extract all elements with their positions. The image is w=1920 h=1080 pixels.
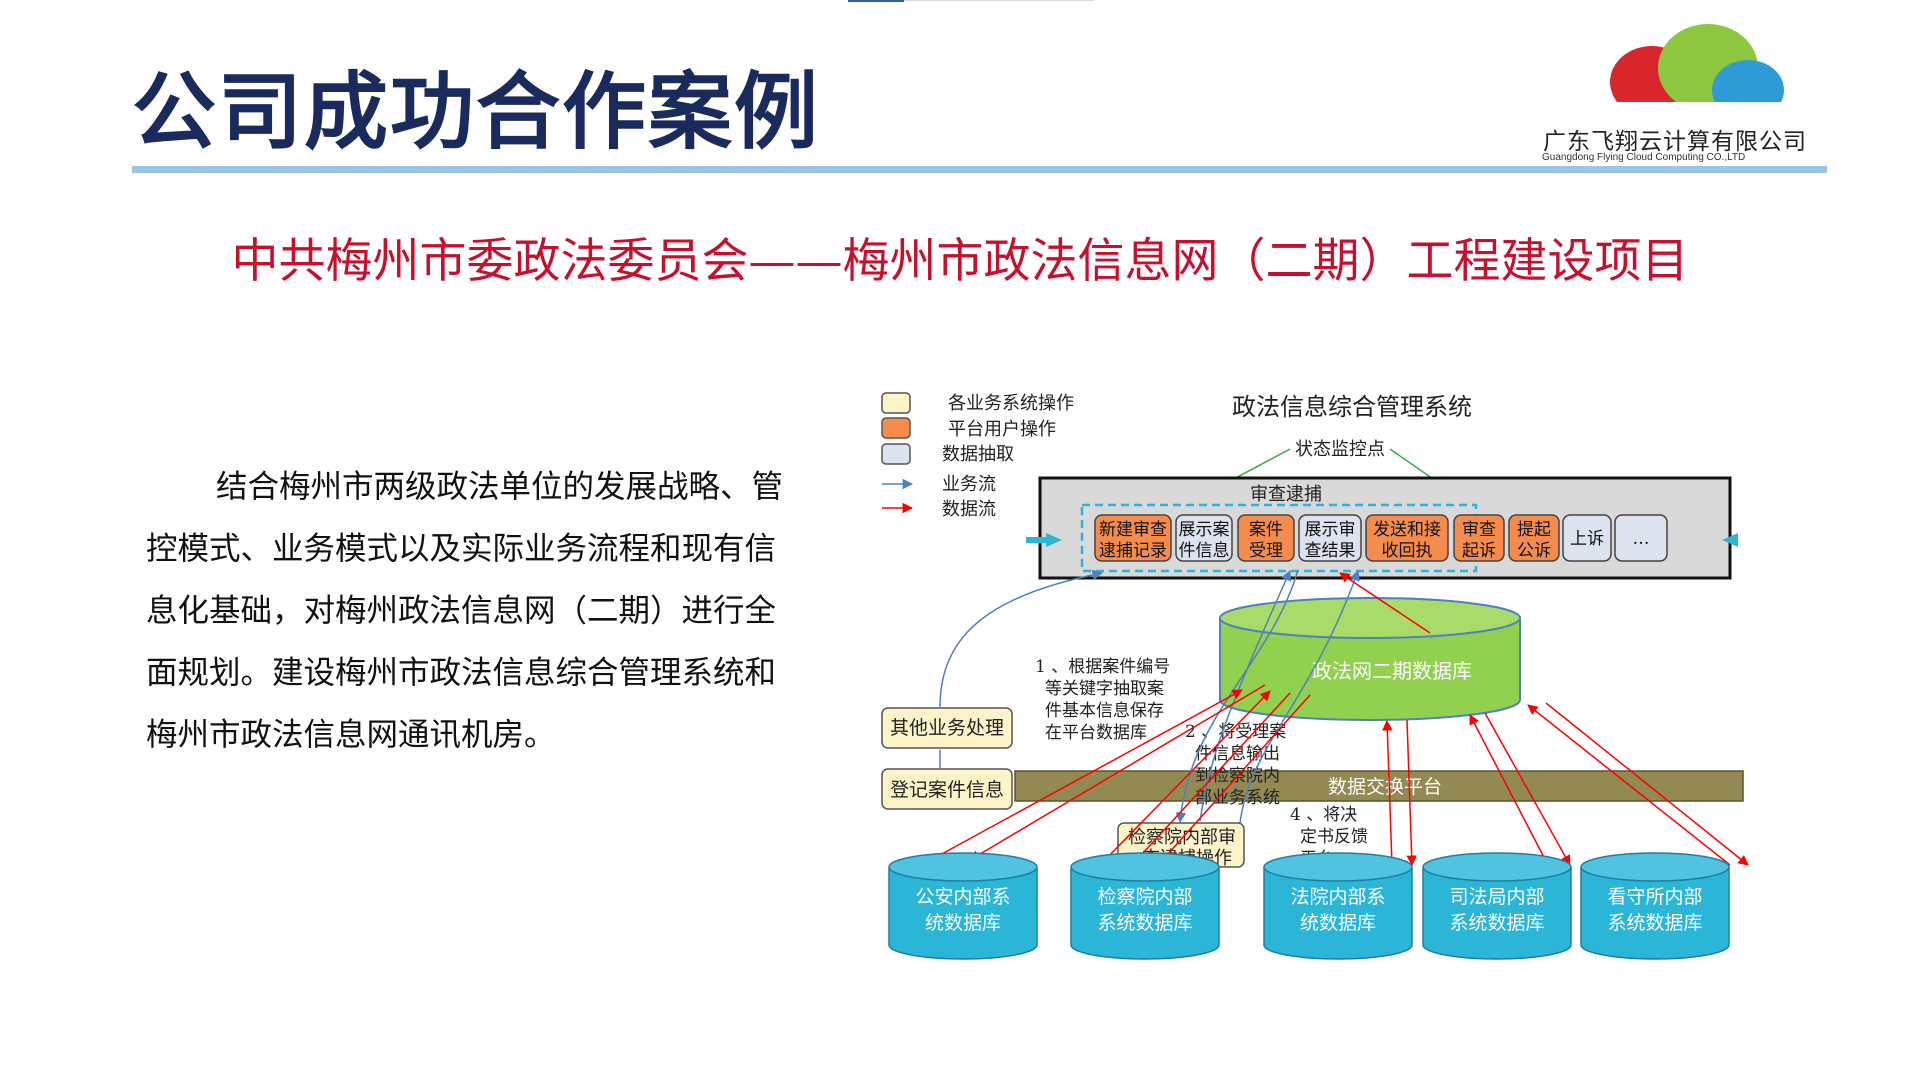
database-label-line1: 检察院内部	[1097, 886, 1192, 908]
process-step-line2: 查结果	[1305, 541, 1356, 561]
database-label-line2: 统数据库	[925, 912, 1001, 934]
other-business-box	[881, 707, 1013, 749]
process-step-box	[1298, 514, 1362, 562]
process-step-box	[1365, 514, 1449, 562]
exchange-platform-label: 数据交换平台	[1328, 776, 1442, 798]
database-label-line1: 司法局内部	[1449, 886, 1544, 908]
note-line: 定书反馈	[1300, 827, 1368, 847]
legend-swatch-extract	[881, 443, 911, 465]
page-title: 公司成功合作案例	[132, 63, 821, 161]
note-line: 件基本信息保存	[1045, 701, 1164, 721]
project-description: 结合梅州市两级政法单位的发展战略、管控模式、业务模式以及实际业务流程和现有信息化…	[146, 469, 784, 753]
process-step-line1: 新建审查	[1099, 520, 1167, 540]
process-step-box	[1453, 514, 1505, 562]
process-step-line1: 展示案	[1179, 520, 1230, 540]
process-step-line1: 展示审	[1305, 520, 1356, 540]
process-step-line1: …	[1633, 529, 1650, 549]
biz-flow-result-up	[1239, 570, 1360, 824]
data-flow-justice-down	[1484, 712, 1571, 866]
process-step-line2: 受理	[1249, 541, 1283, 561]
legend-label-biz-flow: 业务流	[942, 474, 996, 495]
process-step-box	[1237, 514, 1295, 562]
project-subtitle: 中共梅州市委政法委员会——梅州市政法信息网（二期）工程建设项目	[231, 234, 1689, 289]
database-label-line2: 系统数据库	[1607, 912, 1702, 934]
process-step-line1: 案件	[1249, 520, 1283, 540]
note-line: 在平台数据库	[1045, 723, 1147, 743]
process-step-line1: 上诉	[1570, 529, 1604, 549]
data-flow-proc-2	[1159, 694, 1311, 864]
database-label-line2: 系统数据库	[1097, 912, 1192, 934]
process-step-line2: 逮捕记录	[1099, 541, 1167, 561]
data-flow-court-up	[1382, 719, 1393, 866]
data-flow-db-to-band	[1339, 572, 1431, 634]
database-label-line1: 法院内部系	[1290, 886, 1385, 908]
data-flow-proc-down	[1131, 692, 1291, 866]
central-database-label: 政法网二期数据库	[1312, 659, 1472, 683]
data-flow-proc-up	[1101, 690, 1271, 864]
database-label-line1: 公安内部系	[915, 886, 1010, 908]
review-arrest-dashed-frame	[1080, 503, 1478, 573]
database-label-line1: 看守所内部	[1607, 886, 1702, 908]
company-name-cn: 广东飞翔云计算有限公司	[1543, 129, 1807, 155]
process-step-line2: 起诉	[1462, 541, 1496, 561]
process-step-line1: 审查	[1462, 520, 1496, 540]
legend-swatch-biz-op	[881, 392, 911, 414]
process-step-line2: 公诉	[1517, 541, 1551, 561]
band-left-arrow	[1026, 533, 1062, 547]
top-tab-indicator	[848, 0, 904, 2]
system-title: 政法信息综合管理系统	[1232, 393, 1472, 421]
note-line: 部业务系统	[1195, 788, 1280, 808]
department-databases: 公安内部系统数据库检察院内部系统数据库法院内部系统数据库司法局内部系统数据库看守…	[888, 852, 1730, 960]
data-flow-justice-up	[1469, 714, 1549, 866]
system-architecture-diagram: 各业务系统操作 平台用户操作 数据抽取 业务流 数据流 政法信息综合管理系统 状…	[881, 392, 1749, 960]
exchange-platform-bar	[1014, 770, 1744, 802]
register-case-box	[881, 768, 1013, 810]
monitor-point-label: 状态监控点	[1295, 439, 1385, 460]
note-line: 1 、根据案件编号	[1035, 657, 1170, 677]
data-flow-police-down	[969, 684, 1266, 861]
data-flow-detention-down	[1545, 702, 1749, 866]
legend-swatch-platform-op	[881, 417, 911, 439]
register-case-label: 登记案件信息	[890, 779, 1004, 801]
data-flow-court-down	[1406, 719, 1417, 867]
process-step-line1: 提起	[1517, 520, 1551, 540]
process-step-box	[1562, 514, 1612, 562]
review-arrest-label: 审查逮捕	[1250, 484, 1322, 505]
legend-label-data-flow: 数据流	[942, 499, 996, 520]
other-business-label: 其他业务处理	[890, 717, 1004, 739]
top-tab-line	[904, 0, 1094, 1]
process-step-line2: 件信息	[1179, 541, 1230, 561]
biz-flow-accept-up	[1199, 570, 1291, 822]
legend-label-extract: 数据抽取	[942, 444, 1014, 465]
process-step-box	[1094, 514, 1172, 562]
legend-label-platform-op: 平台用户操作	[948, 419, 1056, 440]
company-name-en: Guangdong Flying Cloud Computing CO.,LTD	[1542, 152, 1746, 163]
process-step-box	[1175, 514, 1233, 562]
process-step-box	[1508, 514, 1560, 562]
data-flow-police-up	[939, 689, 1243, 856]
data-flow-detention-up	[1527, 704, 1731, 866]
process-step-box	[1614, 514, 1668, 562]
database-label-line2: 统数据库	[1300, 912, 1376, 934]
company-logo	[1610, 24, 1790, 132]
process-step-line2: 收回执	[1382, 541, 1433, 561]
title-divider	[132, 166, 1827, 173]
band-right-arrow	[1722, 533, 1738, 547]
legend-label-biz-op: 各业务系统操作	[948, 393, 1074, 414]
central-database: 政法网二期数据库	[1219, 597, 1521, 721]
note-line: 4 、将决	[1290, 805, 1357, 825]
process-step-line1: 发送和接	[1373, 520, 1441, 540]
note-line: 等关键字抽取案	[1045, 679, 1164, 699]
biz-flow-to-band	[939, 569, 1104, 708]
database-label-line2: 系统数据库	[1449, 912, 1544, 934]
